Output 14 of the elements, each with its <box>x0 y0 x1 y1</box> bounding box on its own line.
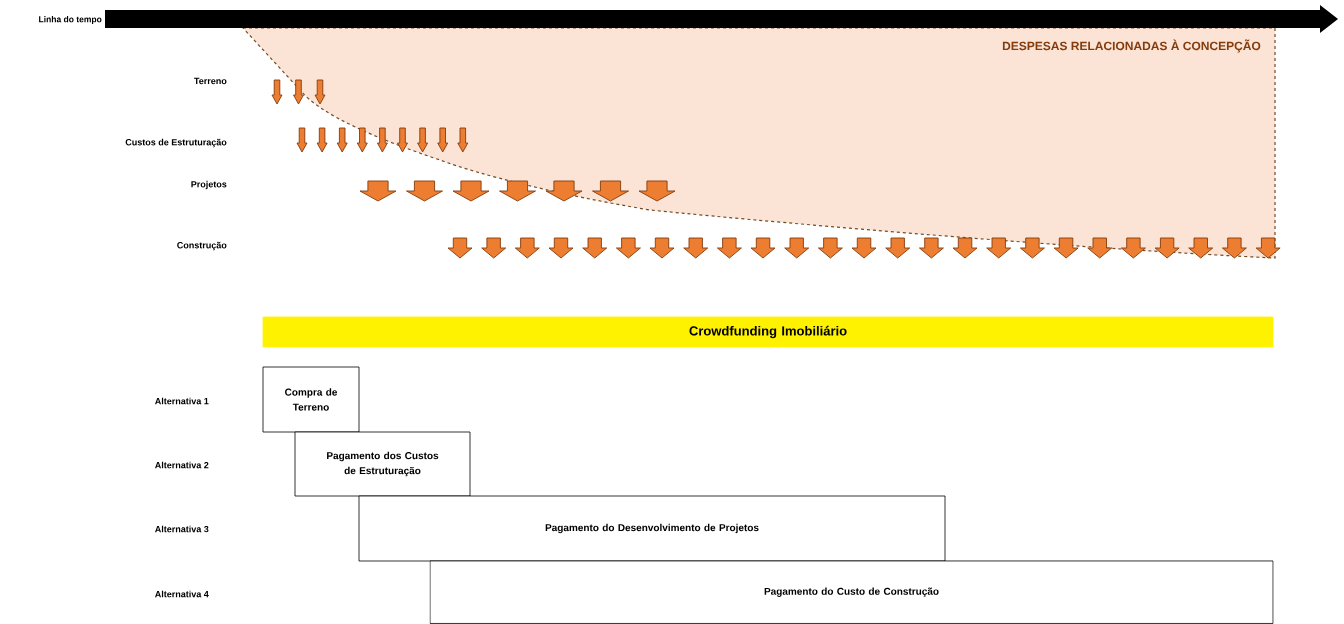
alternative-label: Alternativa 4 <box>155 590 209 598</box>
row-label: Construção <box>177 241 227 251</box>
row-label: Custos de Estruturação <box>125 138 227 148</box>
title-band: Crowdfunding Imobiliário <box>262 316 1274 348</box>
stage-box: Pagamento dos Custos de Estruturação <box>294 431 471 497</box>
alternative-label: Alternativa 2 <box>155 461 209 469</box>
stage-box: Compra de Terreno <box>262 366 360 433</box>
row-label: Projetos <box>191 180 227 190</box>
timeline-label: Linha do tempo <box>39 16 102 24</box>
alternative-label: Alternativa 1 <box>155 397 209 405</box>
area-label: DESPESAS RELACIONADAS À CONCEPÇÃO <box>1002 39 1261 53</box>
alternative-label: Alternativa 3 <box>155 525 209 533</box>
row-label: Terreno <box>194 77 227 85</box>
stage-box: Pagamento do Custo de Construção <box>429 560 1274 624</box>
